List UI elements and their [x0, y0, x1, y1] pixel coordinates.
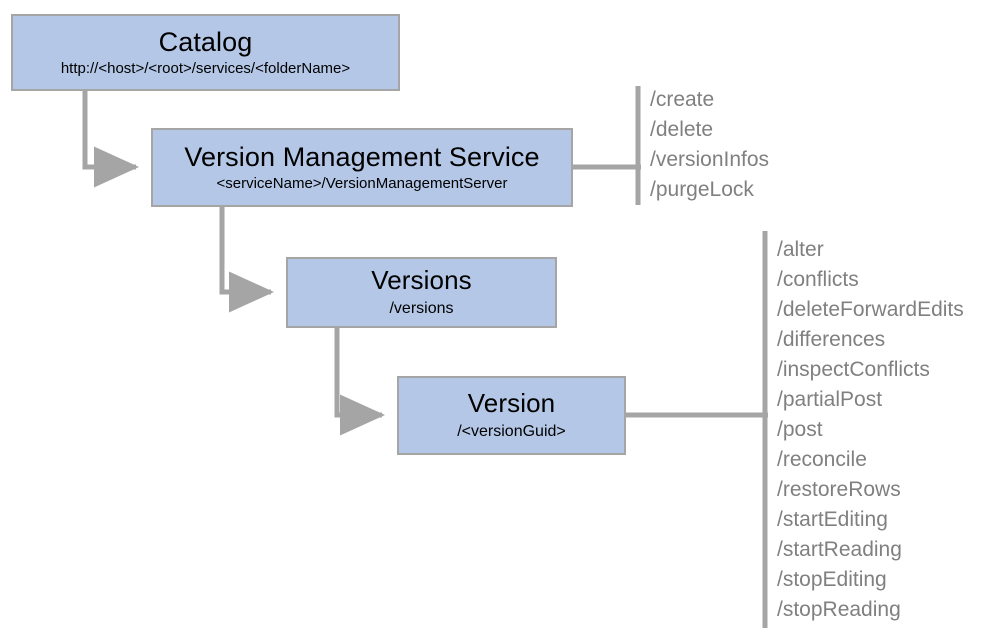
node-version-management-service[interactable]: Version Management Service <serviceName>… — [151, 128, 573, 207]
operation-item[interactable]: /versionInfos — [650, 148, 770, 171]
node-version-management-service-title: Version Management Service — [184, 142, 540, 173]
node-catalog-title: Catalog — [158, 27, 253, 58]
node-version[interactable]: Version /<versionGuid> — [397, 376, 626, 455]
node-catalog[interactable]: Catalog http://<host>/<root>/services/<f… — [11, 14, 400, 91]
operation-item[interactable]: /reconcile — [777, 448, 867, 471]
operation-item[interactable]: /startReading — [777, 538, 902, 561]
node-version-management-service-subtitle: <serviceName>/VersionManagementServer — [216, 174, 508, 192]
operation-item[interactable]: /alter — [777, 238, 824, 261]
node-catalog-subtitle: http://<host>/<root>/services/<folderNam… — [60, 59, 351, 77]
node-version-subtitle: /<versionGuid> — [457, 422, 566, 440]
operation-item[interactable]: /conflicts — [777, 268, 859, 291]
node-version-title: Version — [467, 388, 556, 419]
connector-catalog-to-service — [82, 91, 140, 188]
operation-item[interactable]: /stopEditing — [777, 568, 887, 591]
operation-item[interactable]: /restoreRows — [777, 478, 901, 501]
operation-item[interactable]: /stopReading — [777, 598, 901, 621]
operation-item[interactable]: /inspectConflicts — [777, 358, 930, 381]
operation-item[interactable]: /create — [650, 88, 715, 111]
operation-item[interactable]: /deleteForwardEdits — [777, 298, 964, 321]
operation-item[interactable]: /startEditing — [777, 508, 888, 531]
operation-list-service: /create/delete/versionInfos/purgeLock — [650, 85, 769, 205]
operation-item[interactable]: /delete — [650, 118, 714, 141]
node-versions[interactable]: Versions /versions — [286, 257, 557, 328]
operation-item[interactable]: /partialPost — [777, 388, 883, 411]
connector-service-to-versions — [219, 207, 275, 313]
connector-versions-to-version — [334, 328, 386, 436]
node-versions-title: Versions — [371, 265, 472, 296]
operation-list-version: /alter/conflicts/deleteForwardEdits/diff… — [777, 235, 964, 625]
node-versions-subtitle: /versions — [389, 299, 454, 317]
operation-item[interactable]: /post — [777, 418, 823, 441]
operation-item[interactable]: /purgeLock — [650, 178, 754, 201]
operation-item[interactable]: /differences — [777, 328, 886, 351]
